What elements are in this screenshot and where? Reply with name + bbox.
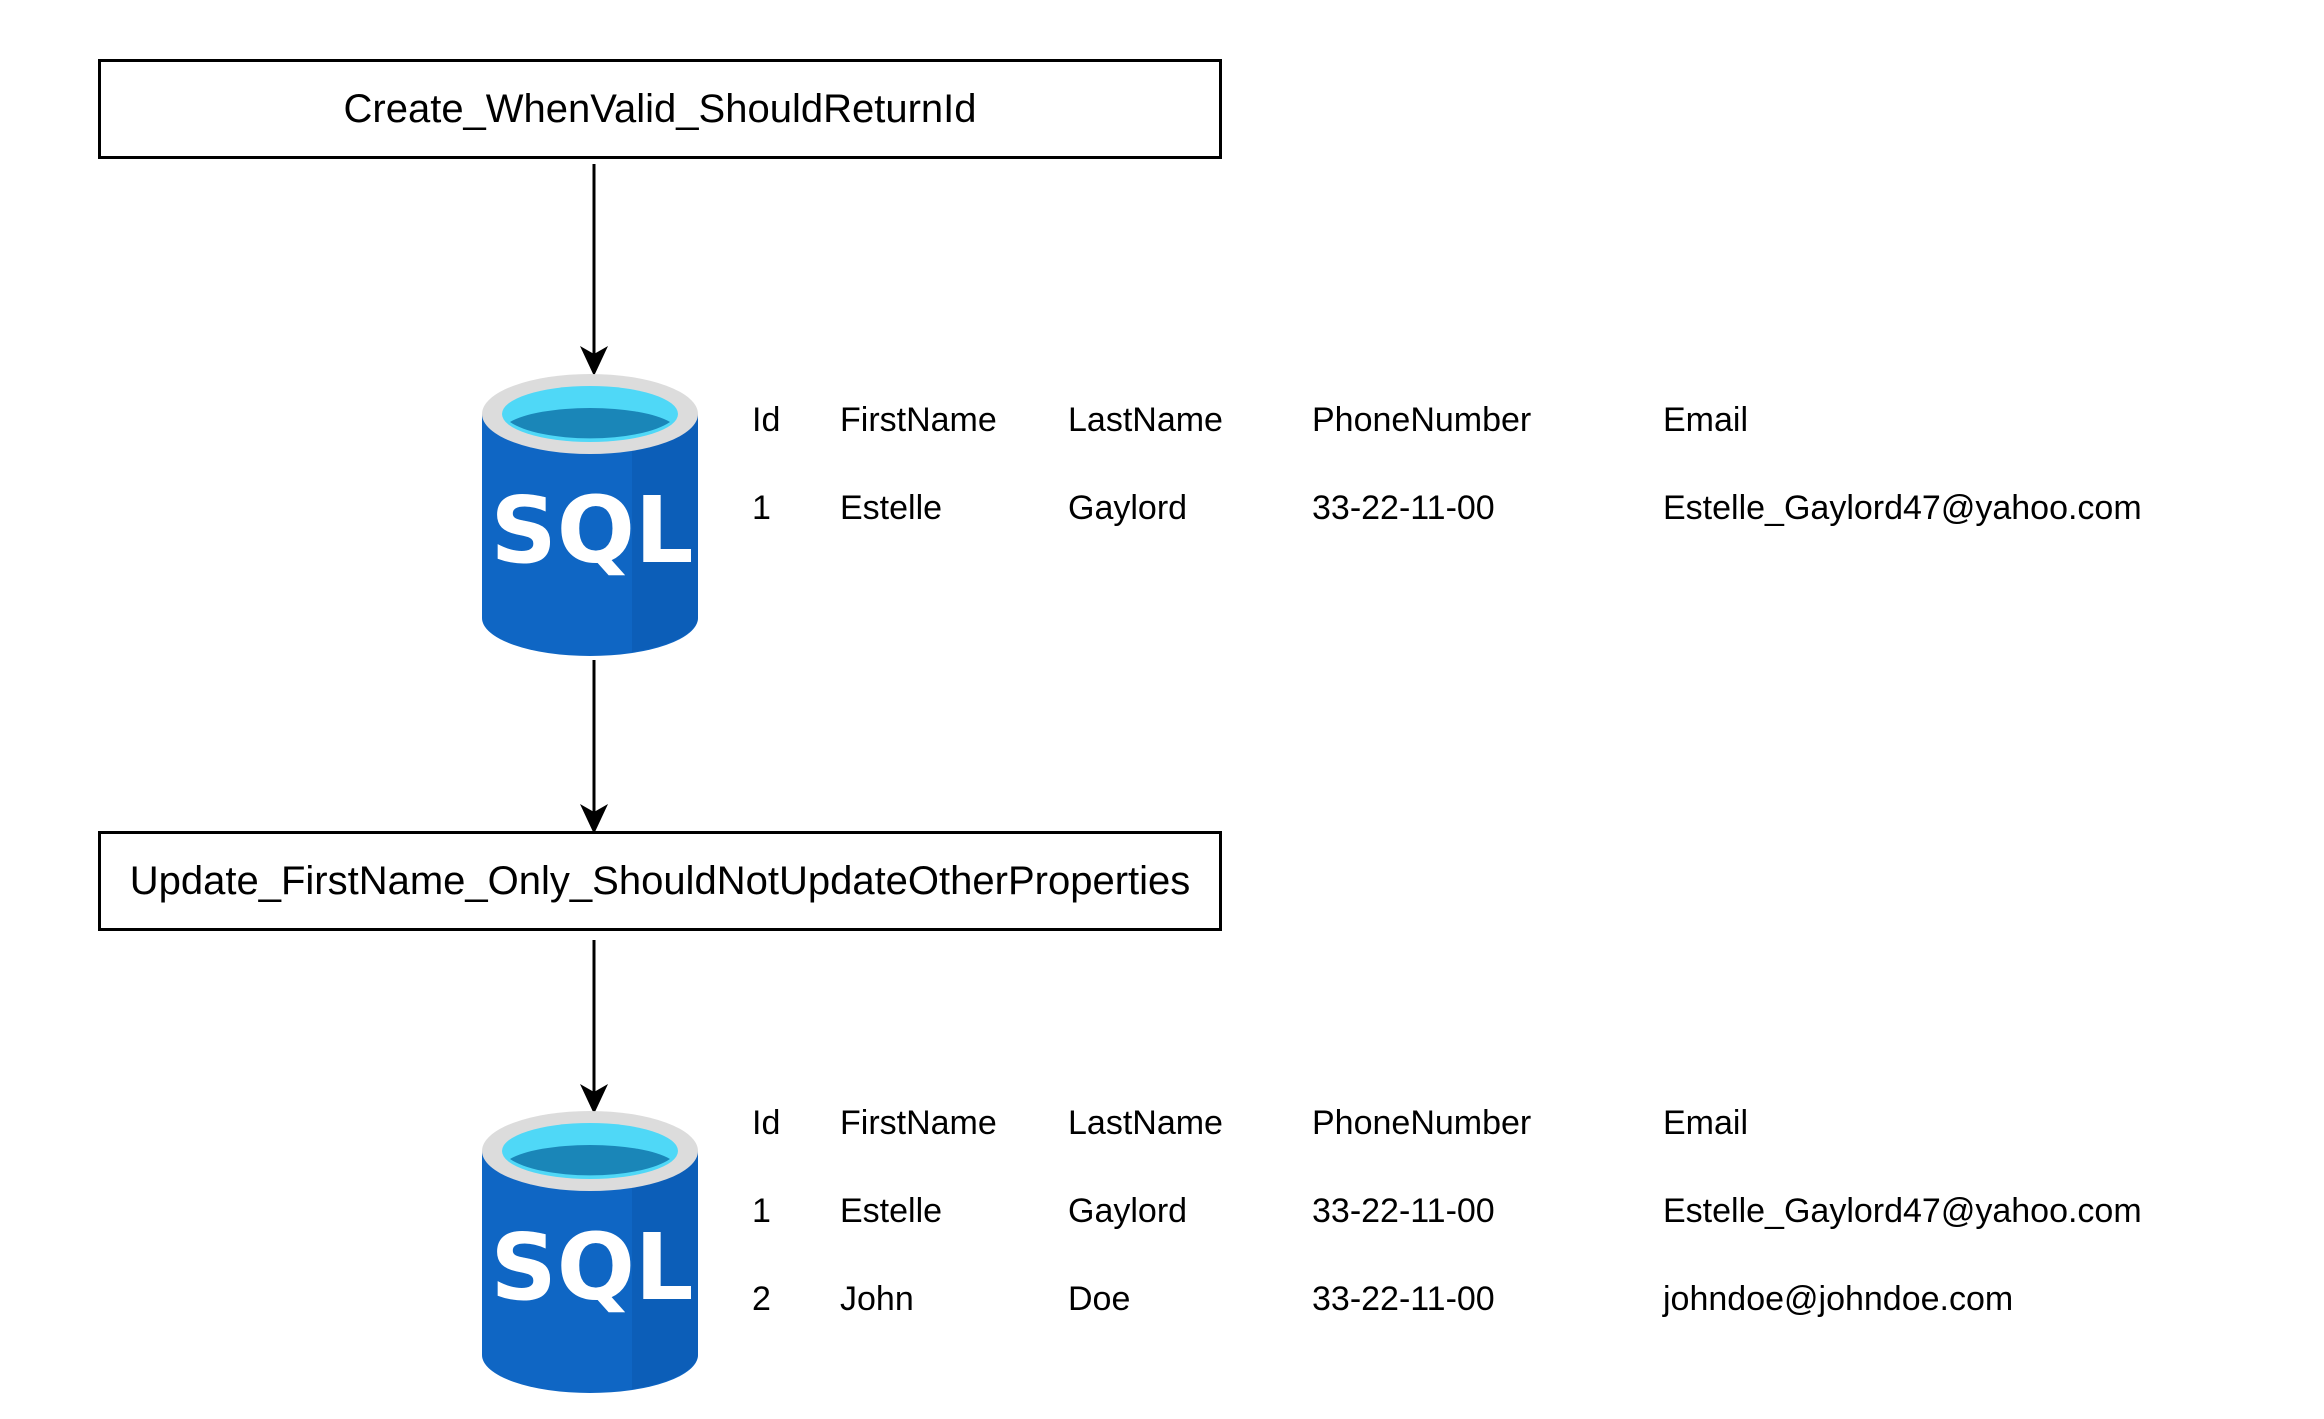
column-header-phonenumber: PhoneNumber <box>1312 1104 1532 1142</box>
column-header-id: Id <box>752 1104 781 1142</box>
arrow-db1-to-step2 <box>580 660 608 834</box>
column-header-lastname: LastName <box>1068 401 1223 439</box>
test-step-update-box: Update_FirstName_Only_ShouldNotUpdateOth… <box>98 831 1222 931</box>
arrow-step2-to-db2 <box>580 940 608 1114</box>
column-header-email: Email <box>1663 401 1749 439</box>
column-header-firstname: FirstName <box>840 1104 997 1142</box>
cell-lastname: Gaylord <box>1068 489 1188 527</box>
test-step-update-label: Update_FirstName_Only_ShouldNotUpdateOth… <box>129 858 1191 903</box>
cell-phonenumber: 33-22-11-00 <box>1312 489 1495 527</box>
cell-firstname: John <box>840 1280 914 1318</box>
cell-phonenumber: 33-22-11-00 <box>1312 1280 1495 1318</box>
sql-database-icon: SQL <box>482 1111 698 1393</box>
cell-id: 1 <box>752 1192 771 1230</box>
sql-database-icon: SQL <box>482 374 698 656</box>
cell-firstname: Estelle <box>840 489 943 527</box>
cell-firstname: Estelle <box>840 1192 943 1230</box>
test-step-create-label: Create_WhenValid_ShouldReturnId <box>343 86 977 131</box>
column-header-phonenumber: PhoneNumber <box>1312 401 1532 439</box>
column-header-email: Email <box>1663 1104 1749 1142</box>
arrow-step1-to-db1 <box>580 164 608 376</box>
cell-email: Estelle_Gaylord47@yahoo.com <box>1663 1192 2142 1230</box>
cell-lastname: Gaylord <box>1068 1192 1188 1230</box>
column-header-firstname: FirstName <box>840 401 997 439</box>
column-header-id: Id <box>752 401 781 439</box>
cell-lastname: Doe <box>1068 1280 1131 1318</box>
cell-email: Estelle_Gaylord47@yahoo.com <box>1663 489 2142 527</box>
cell-id: 1 <box>752 489 771 527</box>
cell-phonenumber: 33-22-11-00 <box>1312 1192 1495 1230</box>
sql-icon-text: SQL <box>490 477 693 584</box>
column-header-lastname: LastName <box>1068 1104 1223 1142</box>
test-step-create-box: Create_WhenValid_ShouldReturnId <box>98 59 1222 159</box>
sql-icon-text: SQL <box>490 1214 693 1321</box>
cell-id: 2 <box>752 1280 771 1318</box>
cell-email: johndoe@johndoe.com <box>1663 1280 2014 1318</box>
